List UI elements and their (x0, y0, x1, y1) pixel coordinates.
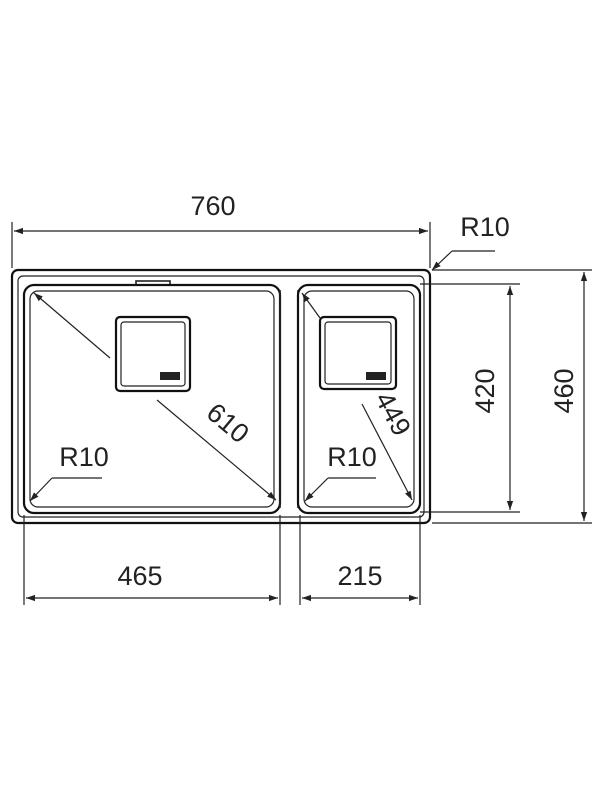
dimension-small-bowl-width: 215 (299, 515, 421, 605)
small-bowl-inner (303, 290, 415, 508)
dim-420-label: 420 (470, 368, 500, 413)
drain-basket-icon (114, 315, 192, 393)
drain-basket-icon (318, 315, 398, 391)
bowl-divider (279, 290, 299, 508)
dim-460-label: 460 (549, 368, 579, 413)
large-bowl (22, 283, 282, 515)
dim-215-label: 215 (337, 561, 382, 591)
sink-outer-edge (10, 268, 432, 525)
sink-outline (10, 268, 432, 525)
dimension-inner-depth: 420 (420, 283, 520, 513)
dimension-large-bowl-radius: R10 (29, 442, 109, 502)
outer-radius-label: R10 (460, 212, 510, 242)
sink-inner-edge (17, 275, 425, 518)
dimension-overall-width: 760 (11, 191, 431, 268)
dimension-outer-radius: R10 (431, 212, 510, 271)
large-bowl-inner (29, 290, 275, 508)
small-bowl (296, 283, 422, 515)
dimension-overall-depth: 460 (432, 269, 592, 524)
dim-760-label: 760 (190, 191, 235, 221)
dimension-small-bowl-radius: R10 (304, 442, 377, 502)
large-bowl-radius-label: R10 (59, 442, 109, 472)
large-bowl-outer (22, 283, 282, 515)
small-bowl-radius-label: R10 (327, 442, 377, 472)
dimension-large-bowl-width: 465 (23, 515, 281, 605)
dim-465-label: 465 (117, 561, 162, 591)
small-bowl-outer (296, 283, 422, 515)
dim-610-label: 610 (201, 397, 255, 449)
